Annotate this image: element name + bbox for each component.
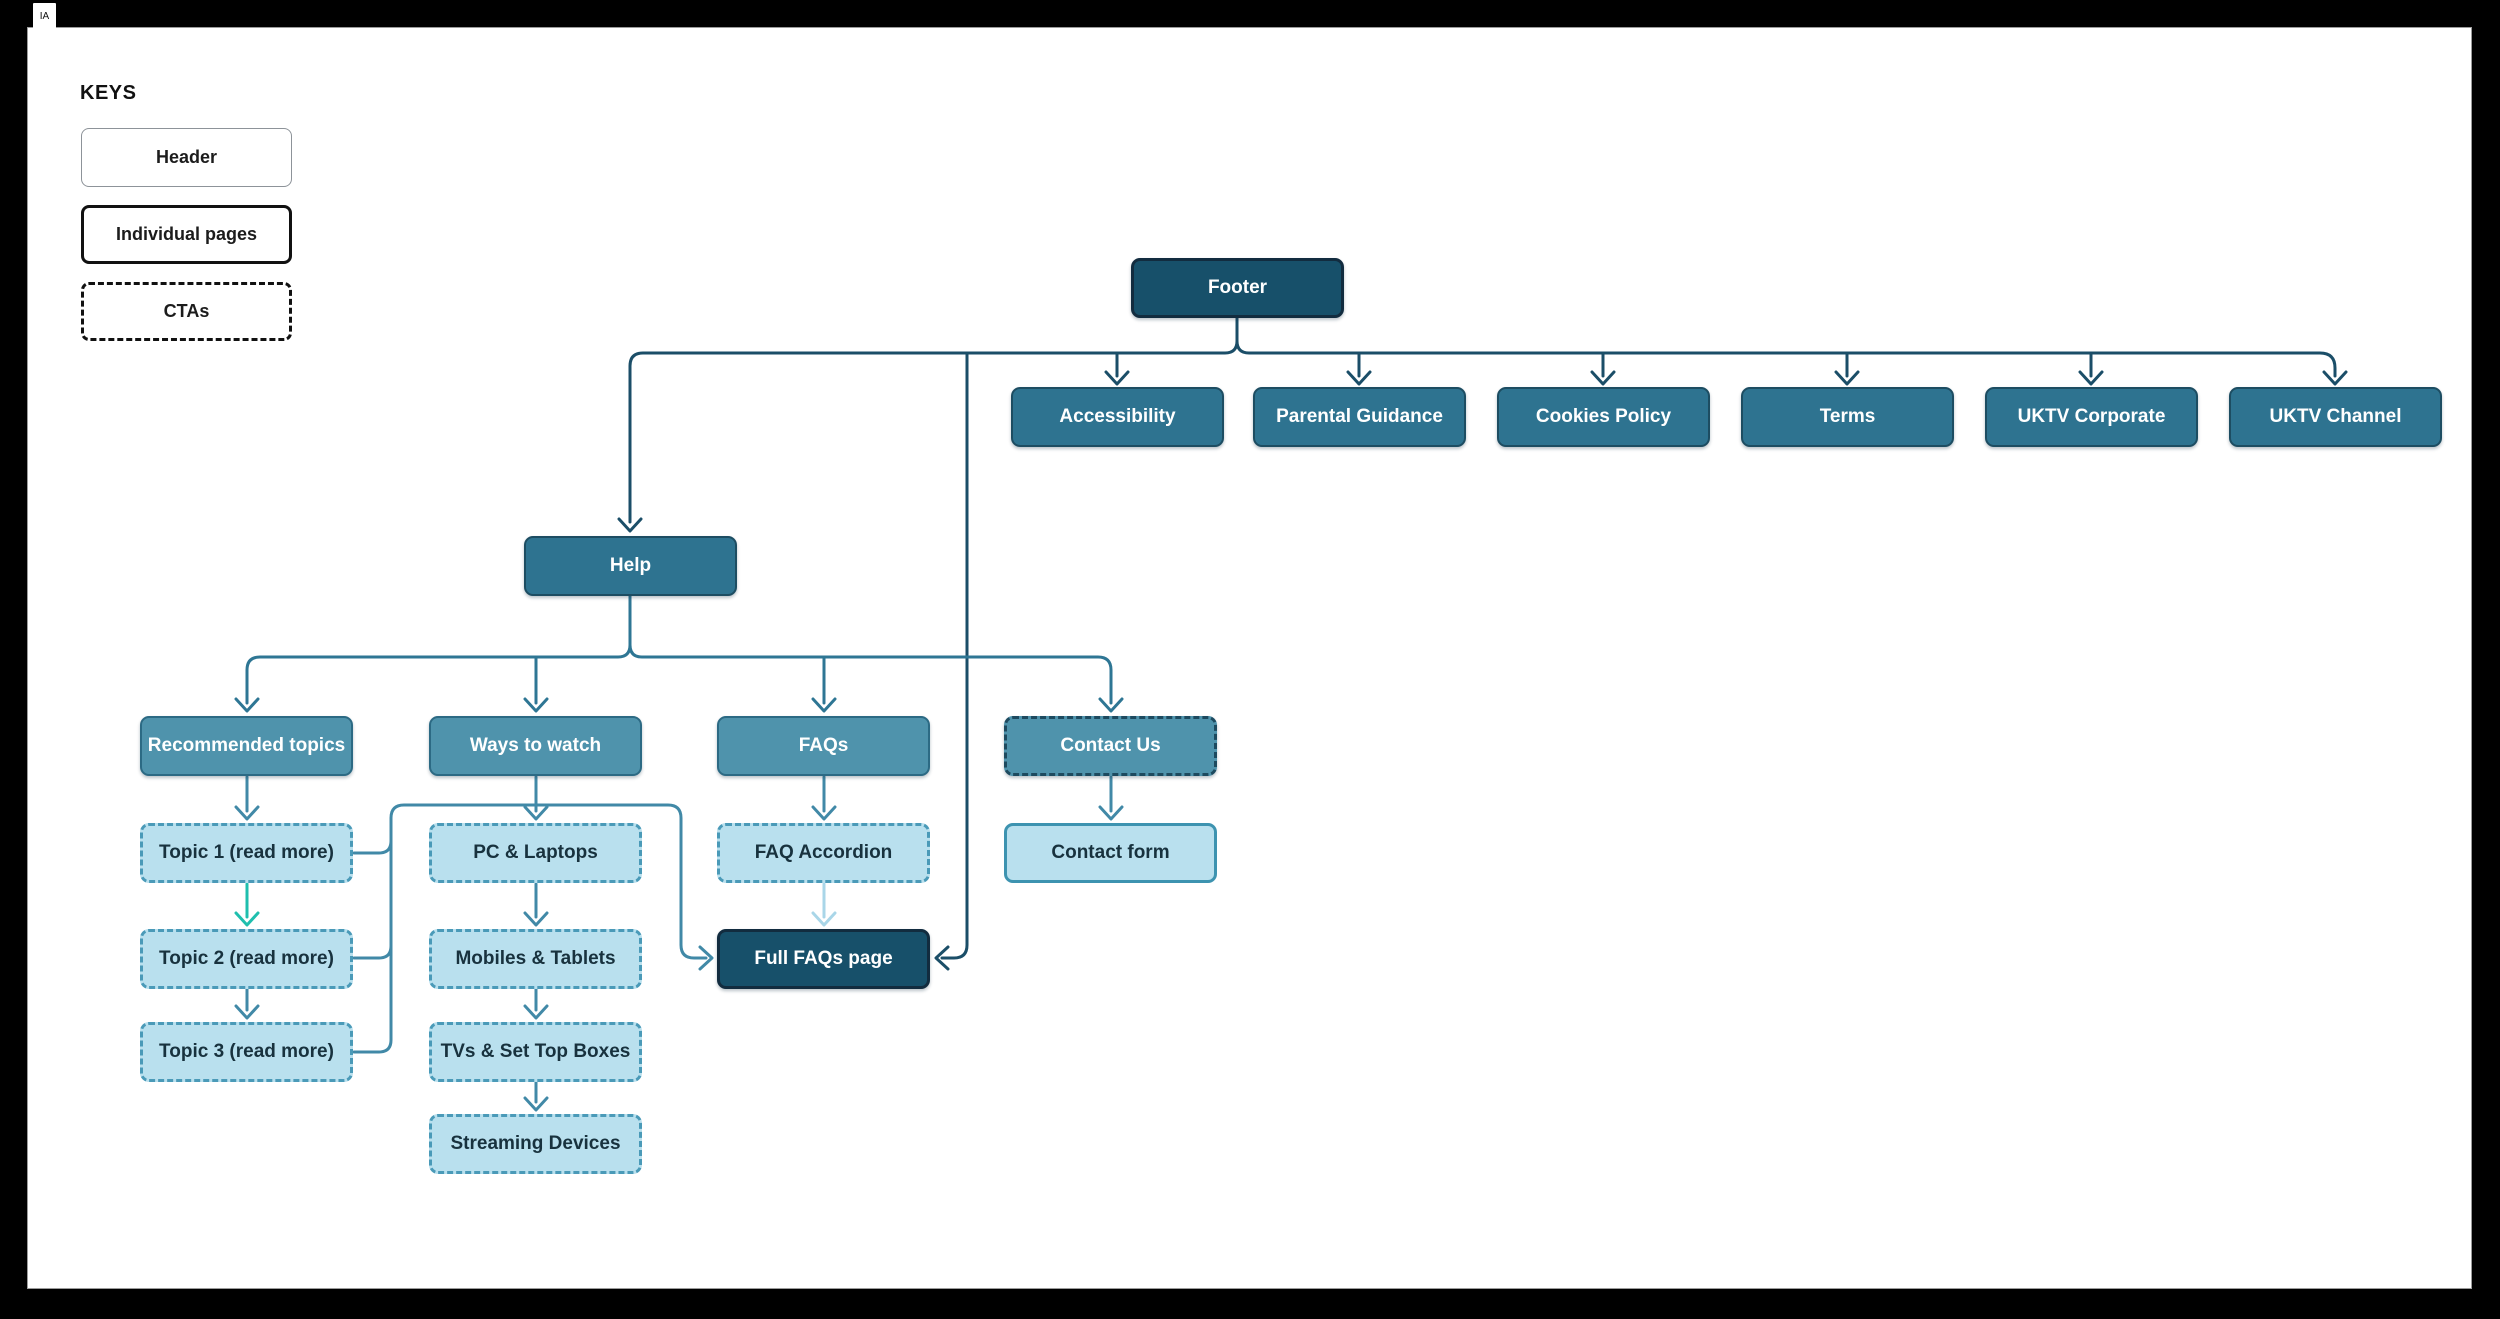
node-contact-us[interactable]: Contact Us	[1004, 716, 1217, 776]
node-accessibility[interactable]: Accessibility	[1011, 387, 1224, 447]
key-header-label: Header	[155, 147, 218, 167]
key-individual-pages[interactable]: Individual pages	[81, 205, 292, 264]
node-tvs-set-top-boxes[interactable]: TVs & Set Top Boxes	[429, 1022, 642, 1082]
node-contact-form-label: Contact form	[1051, 842, 1170, 863]
node-contact-form[interactable]: Contact form	[1004, 823, 1217, 883]
node-parental-guidance-label: Parental Guidance	[1276, 406, 1443, 427]
node-recommended-topics[interactable]: Recommended topics	[140, 716, 353, 776]
node-terms-label: Terms	[1819, 406, 1876, 427]
node-cookies-policy-label: Cookies Policy	[1535, 406, 1672, 427]
node-faqs-label: FAQs	[798, 735, 849, 756]
node-uktv-channel-label: UKTV Channel	[2269, 406, 2402, 427]
node-faq-accordion-label: FAQ Accordion	[754, 842, 893, 863]
node-topic-3[interactable]: Topic 3 (read more)	[140, 1022, 353, 1082]
node-footer[interactable]: Footer	[1131, 258, 1344, 318]
node-cookies-policy[interactable]: Cookies Policy	[1497, 387, 1710, 447]
node-topic-1-label: Topic 1 (read more)	[159, 842, 334, 863]
node-mobiles-tablets[interactable]: Mobiles & Tablets	[429, 929, 642, 989]
node-pc-laptops-label: PC & Laptops	[473, 842, 598, 863]
node-parental-guidance[interactable]: Parental Guidance	[1253, 387, 1466, 447]
node-footer-label: Footer	[1207, 277, 1268, 298]
key-header[interactable]: Header	[81, 128, 292, 187]
node-ways-to-watch-label: Ways to watch	[469, 735, 602, 756]
page-tab[interactable]: IA	[33, 3, 56, 29]
key-ctas[interactable]: CTAs	[81, 282, 292, 341]
node-help[interactable]: Help	[524, 536, 737, 596]
key-ctas-label: CTAs	[163, 301, 210, 321]
node-faqs[interactable]: FAQs	[717, 716, 930, 776]
node-uktv-corporate-label: UKTV Corporate	[2017, 406, 2166, 427]
node-streaming-devices-label: Streaming Devices	[450, 1133, 621, 1154]
node-uktv-channel[interactable]: UKTV Channel	[2229, 387, 2442, 447]
node-uktv-corporate[interactable]: UKTV Corporate	[1985, 387, 2198, 447]
node-faq-accordion[interactable]: FAQ Accordion	[717, 823, 930, 883]
node-recommended-topics-label: Recommended topics	[147, 735, 346, 756]
node-ways-to-watch[interactable]: Ways to watch	[429, 716, 642, 776]
node-topic-1[interactable]: Topic 1 (read more)	[140, 823, 353, 883]
key-individual-pages-label: Individual pages	[115, 224, 258, 244]
node-contact-us-label: Contact Us	[1060, 735, 1161, 756]
keys-title: KEYS	[80, 82, 137, 104]
node-streaming-devices[interactable]: Streaming Devices	[429, 1114, 642, 1174]
node-mobiles-tablets-label: Mobiles & Tablets	[455, 948, 616, 969]
node-pc-laptops[interactable]: PC & Laptops	[429, 823, 642, 883]
node-topic-2-label: Topic 2 (read more)	[159, 948, 334, 969]
node-accessibility-label: Accessibility	[1059, 406, 1176, 427]
node-full-faqs-page-label: Full FAQs page	[754, 948, 893, 969]
canvas	[28, 28, 2471, 1288]
node-tvs-set-top-boxes-label: TVs & Set Top Boxes	[440, 1041, 631, 1062]
node-help-label: Help	[609, 555, 652, 576]
node-full-faqs-page[interactable]: Full FAQs page	[717, 929, 930, 989]
node-topic-3-label: Topic 3 (read more)	[159, 1041, 334, 1062]
node-topic-2[interactable]: Topic 2 (read more)	[140, 929, 353, 989]
node-terms[interactable]: Terms	[1741, 387, 1954, 447]
